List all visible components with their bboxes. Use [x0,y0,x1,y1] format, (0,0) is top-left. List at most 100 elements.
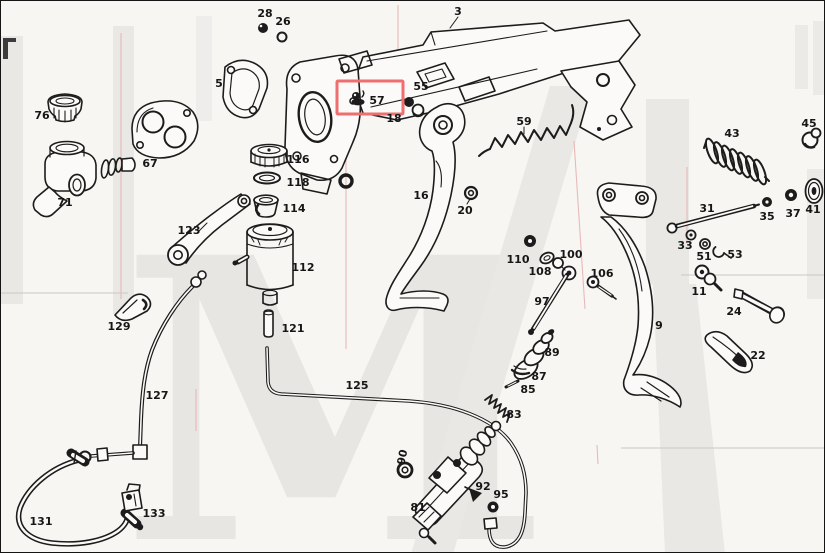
part-16-clutch-pedal [385,103,466,312]
part-5-gasket [222,59,269,119]
part-87-spring-clip [510,365,531,376]
part-label-90: 90 [395,448,411,466]
part-31-rod [666,203,760,234]
part-22-pedal-pad [704,330,754,374]
part-label-87: 87 [531,370,546,383]
part-59-return-spring [478,104,575,157]
part-123-lever-arm [167,193,251,266]
part-label-133: 133 [143,507,166,520]
crop-mark [3,38,16,59]
part-label-89: 89 [544,346,559,359]
part-118-seal-ring [253,171,281,185]
part-37-grommet [785,189,797,201]
part-85-pin [504,379,520,389]
part-11-bolt [694,264,723,292]
part-label-131: 131 [30,515,53,528]
part-label-35: 35 [759,210,774,223]
part-label-3: 3 [454,5,462,18]
part-label-123: 123 [178,224,201,237]
part-label-43: 43 [724,127,739,140]
part-90-seal-ring [396,461,414,479]
part-41-bushing [804,178,824,204]
part-label-55: 55 [413,80,428,93]
part-label-37: 37 [785,207,800,220]
part-number-labels: 2826357667711161181141121215718551620591… [30,5,821,528]
part-label-11: 11 [691,285,706,298]
part-24-pin [733,288,785,324]
part-label-45: 45 [801,117,816,130]
part-131-flexible-hose [15,448,144,547]
part-label-110: 110 [507,253,530,266]
part-81-slave-cylinder [412,420,502,545]
part-label-83: 83 [506,408,521,421]
part-76-filler-cap [47,93,83,123]
part-label-33: 33 [677,239,692,252]
part-label-114: 114 [283,202,306,215]
part-97-pushrod [528,272,570,335]
part-112-fluid-reservoir [232,223,294,306]
part-label-26: 26 [275,15,291,28]
part-label-116: 116 [287,153,310,166]
part-label-59: 59 [516,115,531,128]
part-57-retainer-clip [351,90,365,106]
part-label-16: 16 [413,189,429,202]
part-45-roller [801,127,822,149]
part-51-washer [699,238,711,250]
part-71-master-cylinder [32,140,136,218]
part-95-seal [487,501,499,513]
part-label-125: 125 [346,379,369,392]
part-133-clamp-clip [121,483,143,512]
part-26-washer [276,31,288,43]
part-label-118: 118 [287,176,310,189]
part-label-121: 121 [282,322,305,335]
part-label-95: 95 [493,488,508,501]
part-label-112: 112 [292,261,315,274]
part-label-41: 41 [805,203,820,216]
part-125-pressure-pipe [265,346,528,549]
part-label-18: 18 [386,112,401,125]
part-92-valve-cone [464,486,482,502]
part-label-31: 31 [699,202,714,215]
part-label-97: 97 [534,295,549,308]
part-label-22: 22 [750,349,765,362]
part-116-reservoir-cap [250,143,288,168]
part-label-92: 92 [475,480,490,493]
part-label-9: 9 [655,319,663,332]
part-label-108: 108 [529,265,552,278]
part-35-stop [762,197,772,207]
part-label-81: 81 [410,501,425,514]
leader-line-3 [449,16,459,29]
part-3-pedal-bracket-assembly [284,16,641,195]
part-label-53: 53 [727,248,742,261]
part-53-snap-ring [712,246,732,259]
part-18-bushing [404,97,425,118]
part-label-5: 5 [215,77,223,90]
part-28-bolt [258,23,268,33]
part-label-71: 71 [57,196,72,209]
part-label-20: 20 [457,204,473,217]
part-129-grommet [114,293,152,322]
part-43-coil-spring [703,137,770,186]
part-20-stop-ring [463,185,479,205]
part-106-clevis-bolt [586,275,617,300]
part-9-brake-pedal [596,182,682,408]
part-label-106: 106 [591,267,614,280]
leader-line-20 [466,198,471,205]
part-label-51: 51 [696,250,711,263]
part-label-100: 100 [560,248,583,261]
part-33-ring [685,229,697,241]
part-label-129: 129 [108,320,131,333]
part-label-85: 85 [520,383,535,396]
part-label-57: 57 [369,94,384,107]
part-55-plate [416,62,455,89]
part-label-127: 127 [146,389,169,402]
part-83-small-spring [484,394,511,423]
part-label-28: 28 [257,7,272,20]
part-110-nut [524,235,536,247]
part-label-24: 24 [726,305,742,318]
part-label-67: 67 [142,157,157,170]
part-108-washer [539,251,555,265]
part-114-strainer-cup [253,194,279,218]
